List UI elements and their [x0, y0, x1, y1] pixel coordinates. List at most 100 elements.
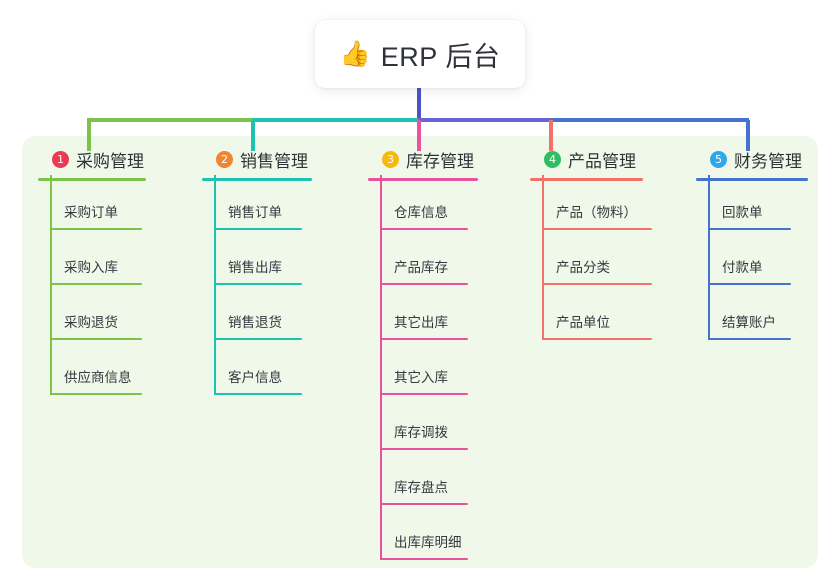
branch-item-label: 销售订单: [228, 205, 282, 220]
branch-header-5[interactable]: 5 财务管理: [696, 146, 808, 181]
branch-item-rule: [380, 283, 468, 285]
branch-item[interactable]: 采购订单: [38, 175, 144, 230]
branch-item-label: 产品（物料）: [556, 205, 637, 220]
branch-column-5: 5 财务管理回款单付款单结算账户: [696, 146, 808, 340]
branch-item[interactable]: 客户信息: [202, 340, 308, 395]
branch-header-rule-1: [38, 178, 146, 181]
branch-item-rule: [380, 393, 468, 395]
branch-item-rule: [380, 558, 468, 560]
branch-header-rule-2: [202, 178, 312, 181]
branch-item-label: 仓库信息: [394, 205, 448, 220]
branch-item-rule: [380, 503, 468, 505]
branch-item[interactable]: 供应商信息: [38, 340, 144, 395]
branch-item-label: 其它出库: [394, 315, 448, 330]
root-node-label: ERP 后台: [380, 41, 501, 72]
branch-column-1: 1 采购管理采购订单采购入库采购退货供应商信息: [38, 146, 146, 395]
branch-title-3: 库存管理: [406, 151, 474, 171]
branch-header-rule-4: [530, 178, 643, 181]
branch-number-badge-1: 1: [52, 150, 69, 168]
branch-item-label: 产品分类: [556, 260, 610, 275]
branch-item[interactable]: 产品（物料）: [530, 175, 652, 230]
thumbs-up-icon: 👍: [339, 39, 371, 68]
branch-header-rule-5: [696, 178, 808, 181]
branch-item-rule: [542, 228, 652, 230]
branch-item-label: 付款单: [722, 260, 763, 275]
branch-item-rule: [542, 283, 652, 285]
branch-item-rule: [380, 338, 468, 340]
branch-item-label: 产品库存: [394, 260, 448, 275]
branch-item[interactable]: 库存盘点: [368, 450, 474, 505]
branch-item[interactable]: 采购退货: [38, 285, 144, 340]
branch-title-4: 产品管理: [568, 151, 636, 171]
branch-item[interactable]: 销售退货: [202, 285, 308, 340]
branch-item[interactable]: 产品库存: [368, 230, 474, 285]
branch-item[interactable]: 出库库明细: [368, 505, 474, 560]
branch-item-list-1: 采购订单采购入库采购退货供应商信息: [38, 175, 144, 395]
branch-item-rule: [50, 393, 142, 395]
branch-item-rule: [380, 448, 468, 450]
branch-item-rule: [50, 228, 142, 230]
branch-item-label: 采购入库: [64, 260, 118, 275]
branch-item-rule: [214, 228, 302, 230]
branch-number-badge-5: 5: [710, 150, 727, 168]
branch-spine-3: [380, 175, 382, 560]
branch-item-rule: [542, 338, 652, 340]
branch-title-5: 财务管理: [734, 151, 802, 171]
branch-item[interactable]: 库存调拨: [368, 395, 474, 450]
branch-item-rule: [708, 228, 791, 230]
branch-item[interactable]: 其它入库: [368, 340, 474, 395]
branch-spine-2: [214, 175, 216, 395]
branch-number-badge-2: 2: [216, 150, 233, 168]
root-node[interactable]: 👍 ERP 后台: [315, 20, 525, 88]
branch-item-rule: [214, 338, 302, 340]
branch-item-label: 库存盘点: [394, 480, 448, 495]
branch-item[interactable]: 产品分类: [530, 230, 652, 285]
branch-item[interactable]: 仓库信息: [368, 175, 474, 230]
branch-item-label: 采购退货: [64, 315, 118, 330]
branch-spine-5: [708, 175, 710, 340]
branch-header-3[interactable]: 3 库存管理: [368, 146, 478, 181]
branch-column-3: 3 库存管理仓库信息产品库存其它出库其它入库库存调拨库存盘点出库库明细: [368, 146, 478, 560]
branch-number-badge-4: 4: [544, 150, 561, 168]
branch-item-label: 销售出库: [228, 260, 282, 275]
branch-item-rule: [380, 228, 468, 230]
branch-item-list-3: 仓库信息产品库存其它出库其它入库库存调拨库存盘点出库库明细: [368, 175, 474, 560]
branch-item[interactable]: 销售出库: [202, 230, 308, 285]
branch-item-label: 库存调拨: [394, 425, 448, 440]
branch-item-rule: [708, 283, 791, 285]
branch-header-2[interactable]: 2 销售管理: [202, 146, 312, 181]
branch-item-rule: [214, 283, 302, 285]
branch-item[interactable]: 采购入库: [38, 230, 144, 285]
branch-item-list-4: 产品（物料） 产品分类产品单位: [530, 175, 652, 340]
branch-item[interactable]: 其它出库: [368, 285, 474, 340]
branch-item[interactable]: 付款单: [696, 230, 802, 285]
branch-title-1: 采购管理: [76, 151, 144, 171]
branch-spine-4: [542, 175, 544, 340]
branch-header-1[interactable]: 1 采购管理: [38, 146, 146, 181]
branch-title-2: 销售管理: [240, 151, 308, 171]
branch-item-label: 出库库明细: [394, 535, 462, 550]
branch-item-list-5: 回款单付款单结算账户: [696, 175, 802, 340]
branch-item-label: 销售退货: [228, 315, 282, 330]
branch-header-rule-3: [368, 178, 478, 181]
branch-panel-background: [22, 136, 818, 568]
branch-item-label: 结算账户: [722, 315, 776, 330]
branch-column-2: 2 销售管理销售订单销售出库销售退货客户信息: [202, 146, 312, 395]
branch-item-rule: [50, 338, 142, 340]
branch-item[interactable]: 销售订单: [202, 175, 308, 230]
branch-number-badge-3: 3: [382, 150, 399, 168]
branch-column-4: 4 产品管理产品（物料） 产品分类产品单位: [530, 146, 652, 340]
branch-item-rule: [50, 283, 142, 285]
branch-item-rule: [708, 338, 791, 340]
branch-spine-1: [50, 175, 52, 395]
branch-item-label: 回款单: [722, 205, 763, 220]
branch-header-4[interactable]: 4 产品管理: [530, 146, 643, 181]
branch-item-list-2: 销售订单销售出库销售退货客户信息: [202, 175, 308, 395]
branch-item[interactable]: 回款单: [696, 175, 802, 230]
branch-item[interactable]: 结算账户: [696, 285, 802, 340]
branch-item-label: 客户信息: [228, 370, 282, 385]
branch-item[interactable]: 产品单位: [530, 285, 652, 340]
branch-item-label: 产品单位: [556, 315, 610, 330]
branch-item-label: 采购订单: [64, 205, 118, 220]
branch-item-label: 其它入库: [394, 370, 448, 385]
